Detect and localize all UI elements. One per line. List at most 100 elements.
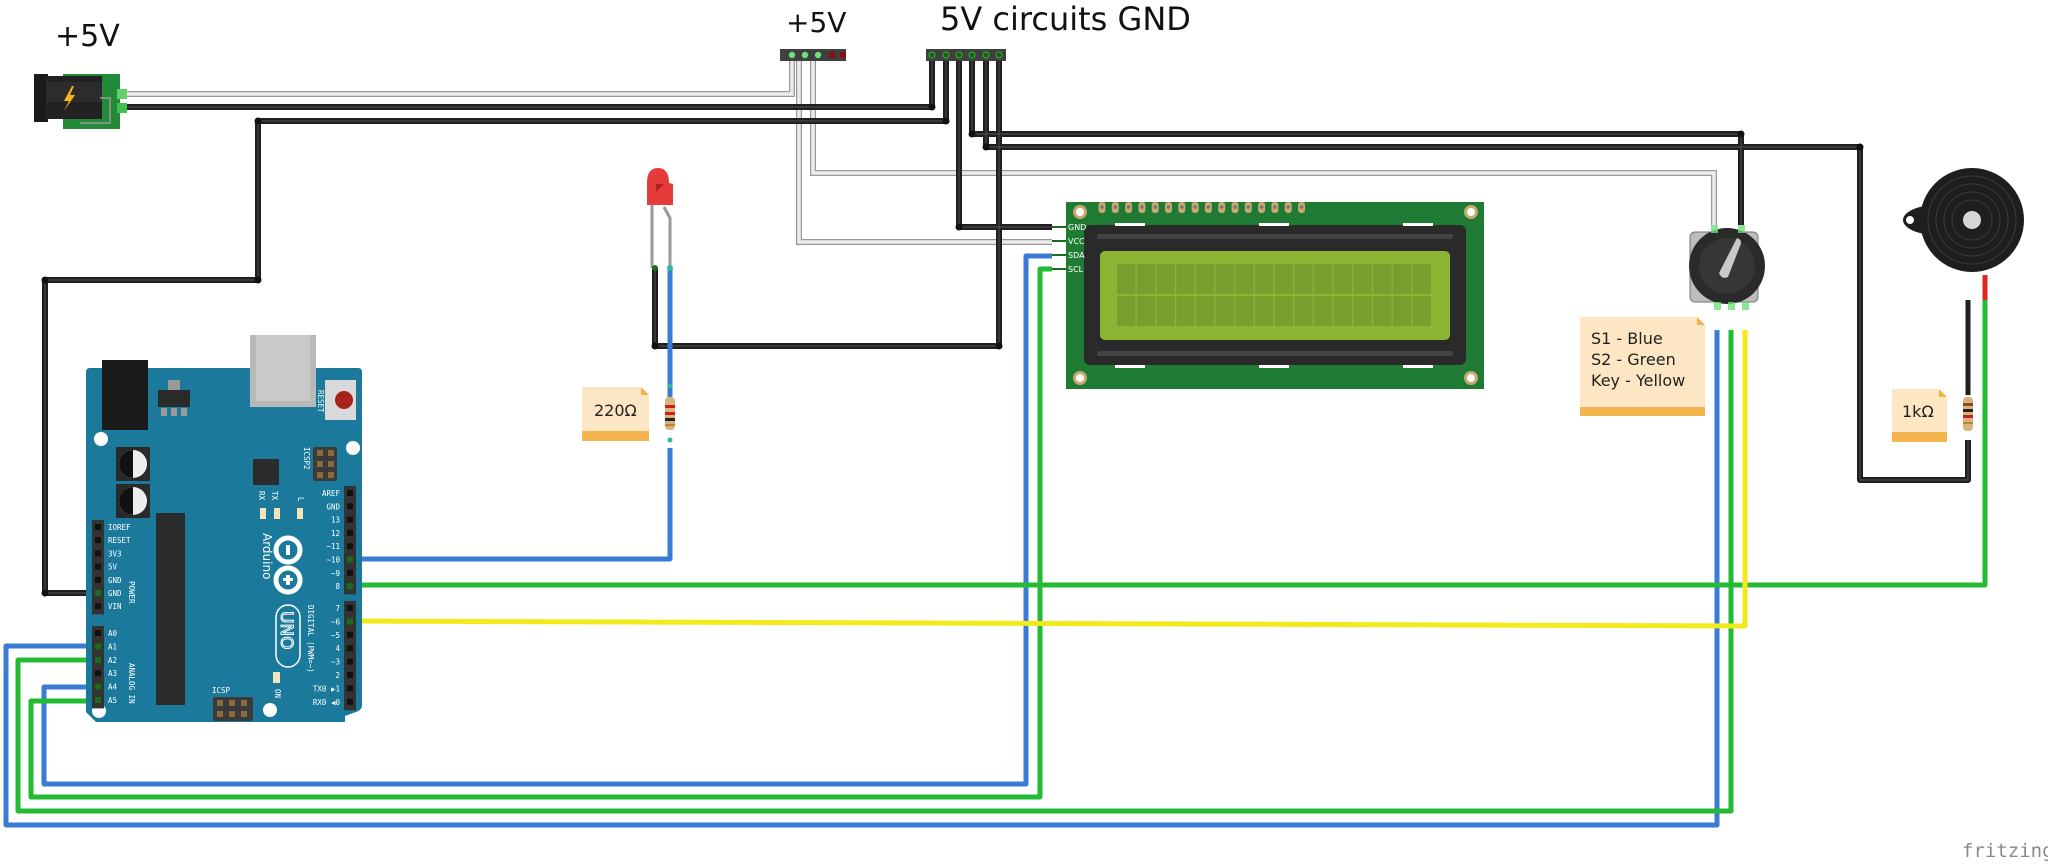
wire-d8-to-buzzer[interactable]	[350, 300, 1988, 588]
header-pin[interactable]	[347, 516, 353, 523]
pin-label: RX0 ◀0	[313, 698, 341, 707]
header-pin[interactable]	[95, 656, 101, 663]
note-encoder-line-1: S1 - Blue	[1591, 329, 1663, 348]
wire-a4-to-lcd-sda[interactable]	[41, 253, 1052, 787]
capacitor	[116, 447, 150, 518]
lcd-character-grid	[1117, 264, 1431, 326]
header-pin[interactable]	[95, 590, 101, 596]
pin-label: GND	[108, 576, 122, 585]
pin-label: 3V3	[108, 549, 122, 558]
pin-label: GND	[326, 502, 340, 511]
wire-d10-to-resistor[interactable]	[350, 448, 673, 562]
pin-label: 4	[335, 644, 340, 653]
lcd-cell	[1136, 296, 1156, 326]
lcd-cell	[1392, 264, 1412, 294]
gnd-header	[926, 49, 1006, 61]
pin-label: IOREF	[108, 523, 131, 532]
lcd-cell	[1235, 296, 1254, 326]
header-pin[interactable]	[347, 618, 353, 625]
lcd-cell	[1117, 264, 1136, 294]
lcd-cell	[1373, 296, 1392, 326]
header-pin[interactable]	[95, 576, 101, 583]
uno-label: UNO	[276, 611, 296, 650]
pin-label: A5	[108, 696, 117, 705]
reset-button[interactable]	[335, 391, 353, 409]
lcd-cell	[1215, 264, 1234, 294]
lcd-top-pins	[1098, 202, 1305, 213]
wire-d6-to-encoder-key[interactable]	[349, 330, 1748, 629]
wire-a5-to-lcd-scl[interactable]	[28, 266, 1052, 800]
lcd-cell	[1254, 264, 1274, 294]
header-pin[interactable]	[347, 631, 353, 638]
pin-label: A3	[108, 669, 117, 678]
digital-label: DIGITAL (PWM=~)	[306, 605, 315, 673]
header-pin[interactable]	[347, 529, 353, 536]
lcd-pin-label: GND	[1068, 223, 1086, 232]
lcd-pin-label: SDA	[1068, 251, 1085, 260]
header-pin[interactable]	[95, 537, 101, 544]
header-pin[interactable]	[347, 645, 353, 652]
pin-label: RESET	[108, 536, 131, 545]
header-pin[interactable]	[95, 630, 101, 636]
pin-label: ~11	[326, 542, 340, 551]
lcd-cell	[1314, 296, 1333, 326]
icsp-label: ICSP	[212, 686, 231, 695]
plus5v-header	[780, 49, 846, 61]
header-pin[interactable]	[95, 697, 101, 703]
arduino-brand: Arduino	[260, 533, 274, 579]
wire-gnd-jack[interactable]	[118, 55, 935, 110]
pin-label: 13	[331, 516, 340, 525]
header-pin[interactable]	[347, 543, 353, 550]
header-pin[interactable]	[347, 658, 353, 665]
power-jack	[34, 74, 127, 129]
header-pin[interactable]	[347, 672, 353, 678]
header-pin[interactable]	[95, 643, 101, 650]
piezo-buzzer[interactable]	[1903, 168, 2037, 272]
resistor-220[interactable]	[665, 383, 675, 443]
header-pin[interactable]	[347, 503, 353, 510]
header-pin[interactable]	[347, 605, 353, 611]
power-jack-label: +5V	[55, 19, 120, 54]
wire-gnd-encoder[interactable]	[969, 55, 1744, 225]
header-pin[interactable]	[95, 670, 101, 677]
header-pin[interactable]	[95, 603, 101, 610]
pin-label: 2	[335, 671, 340, 680]
header-pin[interactable]	[347, 490, 353, 496]
power-label: POWER	[127, 581, 136, 604]
lcd-cell	[1235, 264, 1254, 294]
header-pin[interactable]	[95, 550, 101, 557]
lcd-cell	[1274, 296, 1294, 326]
lcd-cell	[1117, 296, 1136, 326]
lcd-cell	[1294, 296, 1313, 326]
pin-label: ~6	[331, 617, 341, 626]
lcd-cell	[1412, 264, 1431, 294]
lcd-cell	[1333, 264, 1353, 294]
note-encoder: S1 - Blue S2 - Green Key - Yellow	[1580, 317, 1705, 416]
header-pin[interactable]	[347, 685, 353, 692]
red-led[interactable]	[647, 168, 673, 271]
pin-label: AREF	[322, 489, 341, 498]
lcd-cell	[1294, 264, 1313, 294]
header-pin[interactable]	[95, 683, 101, 690]
wire-5v-jack-to-header[interactable]	[118, 55, 795, 97]
rotary-encoder[interactable]	[1689, 225, 1765, 310]
header-pin[interactable]	[347, 569, 353, 576]
header-pin[interactable]	[347, 583, 353, 590]
knob-indicator	[1719, 238, 1741, 278]
wire-a1-to-encoder-s1[interactable]	[3, 330, 1720, 828]
header-pin[interactable]	[347, 698, 353, 705]
lcd-pin-label: SCL	[1068, 265, 1084, 274]
lcd-cell	[1373, 264, 1392, 294]
header-pin[interactable]	[95, 524, 101, 530]
pin-label: TX0 ▶1	[313, 684, 340, 693]
on-label: ON	[273, 689, 282, 698]
header-pin[interactable]	[347, 556, 353, 563]
header-pin[interactable]	[95, 563, 101, 570]
lcd-cell	[1195, 296, 1215, 326]
wire-a2-to-encoder-s2[interactable]	[15, 330, 1734, 814]
lcd-cell	[1392, 296, 1412, 326]
resistor-1k[interactable]	[1963, 397, 1973, 431]
